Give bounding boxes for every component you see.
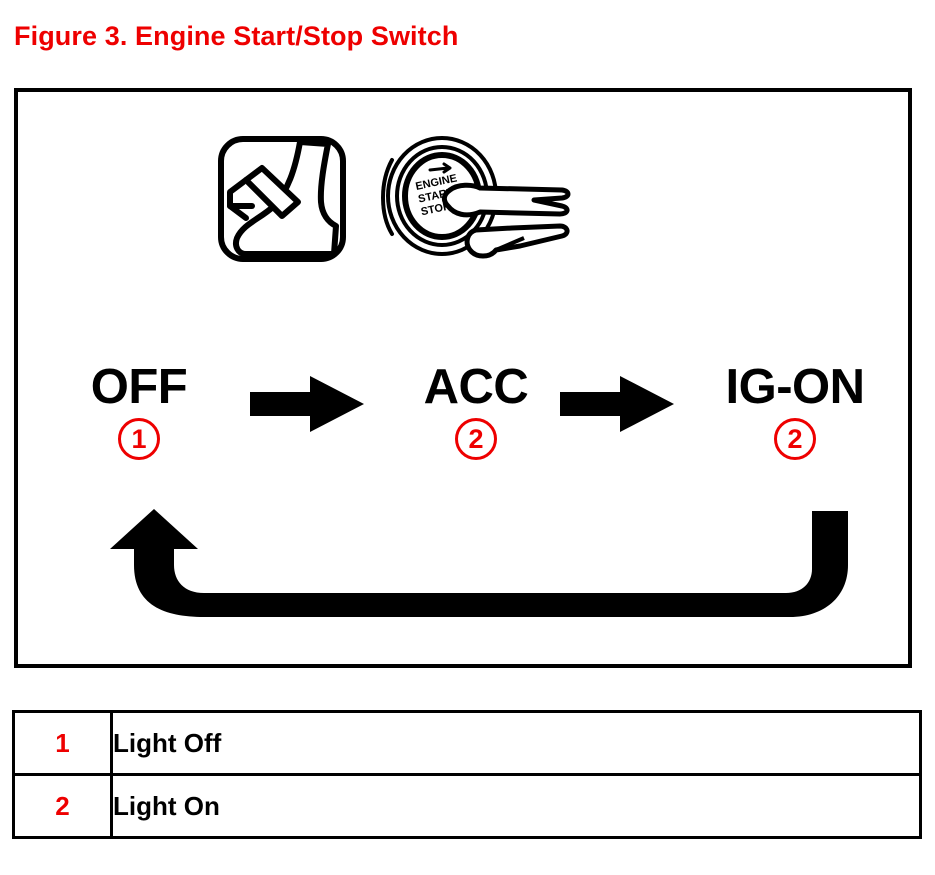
step-arrow-acc-to-igon bbox=[558, 374, 678, 439]
state-badge-acc: 2 bbox=[455, 418, 497, 460]
start-stop-button-icon: ENGINE START STOP bbox=[376, 130, 576, 285]
loop-back-arrow bbox=[108, 507, 848, 622]
table-row: 1 Light Off bbox=[12, 710, 922, 776]
state-group-acc: ACC 2 bbox=[376, 362, 576, 460]
legend-table: 1 Light Off 2 Light On bbox=[12, 710, 922, 839]
legend-text-2: Light On bbox=[110, 773, 922, 839]
state-group-igon: IG-ON 2 bbox=[695, 362, 895, 460]
state-group-off: OFF 1 bbox=[39, 362, 239, 460]
legend-number-2: 2 bbox=[12, 773, 113, 839]
figure-frame: ENGINE START STOP OFF 1 ACC 2 bbox=[14, 88, 912, 668]
step-arrow-off-to-acc bbox=[248, 374, 368, 439]
state-label-igon: IG-ON bbox=[725, 360, 865, 414]
state-label-acc: ACC bbox=[423, 360, 529, 414]
table-row: 2 Light On bbox=[12, 773, 922, 839]
legend-number-1: 1 bbox=[12, 710, 113, 776]
state-badge-igon: 2 bbox=[774, 418, 816, 460]
state-badge-off: 1 bbox=[118, 418, 160, 460]
brake-pedal-icon bbox=[216, 134, 356, 269]
legend-text-1: Light Off bbox=[110, 710, 922, 776]
state-label-off: OFF bbox=[90, 360, 188, 414]
page-title: Figure 3. Engine Start/Stop Switch bbox=[14, 21, 459, 51]
